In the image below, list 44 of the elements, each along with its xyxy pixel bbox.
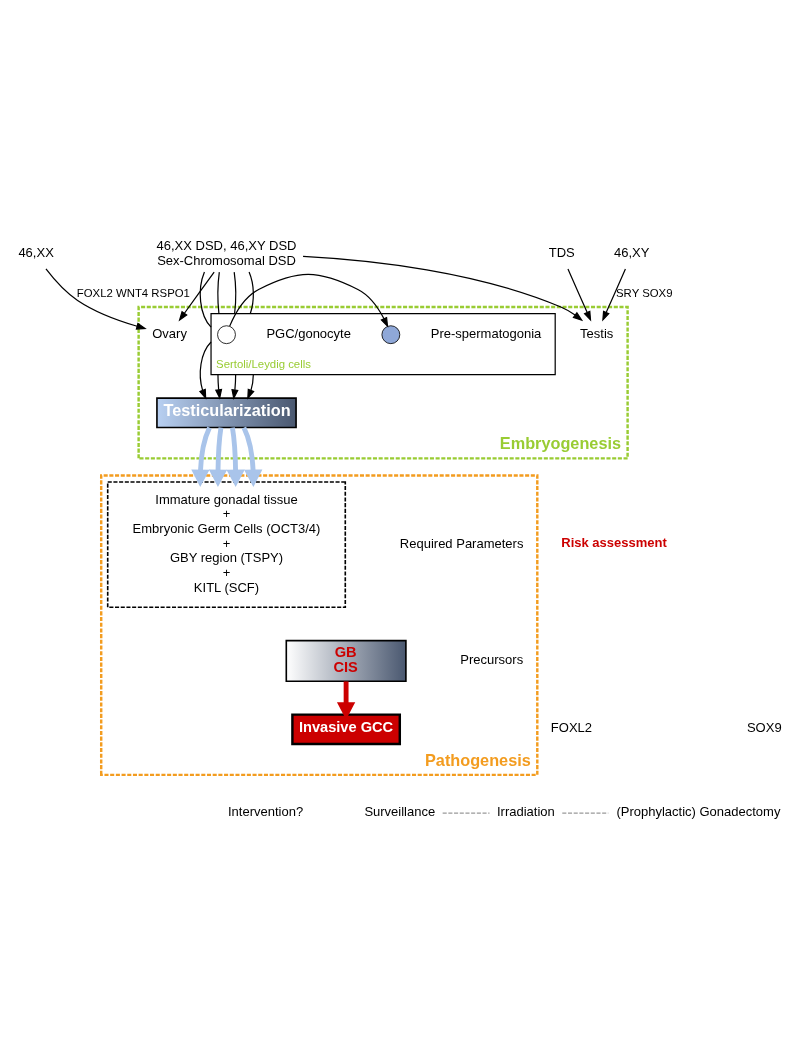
arrow bbox=[198, 340, 212, 400]
arrow bbox=[241, 426, 263, 487]
connector bbox=[199, 270, 212, 328]
arrow bbox=[226, 426, 245, 487]
node-text: 46,XX DSD, 46,XY DSD Sex-Chromosomal DSD bbox=[156, 237, 297, 268]
node-text: Ovary bbox=[152, 325, 187, 341]
arrow bbox=[214, 373, 223, 400]
label: Risk assessment bbox=[561, 534, 667, 550]
node-text: (Prophylactic) Gonadectomy bbox=[616, 803, 781, 819]
connector bbox=[248, 270, 254, 314]
edge-label: SRY SOX9 bbox=[616, 286, 673, 299]
arrow bbox=[191, 426, 212, 487]
arrow bbox=[208, 426, 228, 487]
node-circle bbox=[217, 324, 236, 344]
connector bbox=[561, 812, 609, 814]
arrow bbox=[302, 255, 584, 321]
node-circle bbox=[381, 324, 401, 344]
node-box: Testicularization bbox=[156, 396, 297, 428]
label: SOX9 bbox=[746, 719, 782, 735]
arrow bbox=[229, 273, 389, 328]
node-label: Pre-spermatogonia bbox=[430, 325, 542, 341]
arrow bbox=[178, 270, 215, 321]
arrow bbox=[602, 267, 627, 322]
connector bbox=[217, 270, 220, 314]
node-text: Testis bbox=[580, 325, 614, 341]
label: FOXL2 bbox=[550, 719, 593, 735]
node-box: GB CIS bbox=[285, 639, 407, 682]
label: Intervention? bbox=[227, 803, 304, 819]
arrow bbox=[567, 267, 592, 322]
node-label: Precursors bbox=[460, 651, 524, 667]
arrow bbox=[45, 267, 147, 330]
node-text: 46,XX bbox=[18, 244, 54, 260]
edge-label: FOXL2 WNT4 RSPO1 bbox=[76, 286, 190, 299]
node-box: Invasive GCC bbox=[291, 712, 402, 745]
node-text: Surveillance bbox=[364, 803, 436, 819]
node-text: TDS bbox=[548, 244, 575, 260]
node-box: Immature gonadal tissue + Embryonic Germ Cells (OCT3/4) + GBY region (TSPY) + KITL (SCF) bbox=[106, 480, 347, 608]
node-label: PGC/gonocyte bbox=[266, 325, 351, 341]
node-label: Required Parameters bbox=[399, 535, 524, 551]
connector bbox=[233, 270, 237, 314]
node-text: Irradiation bbox=[497, 803, 555, 819]
arrow bbox=[247, 373, 255, 400]
connector bbox=[442, 812, 491, 814]
node-text: 46,XY bbox=[613, 244, 650, 260]
